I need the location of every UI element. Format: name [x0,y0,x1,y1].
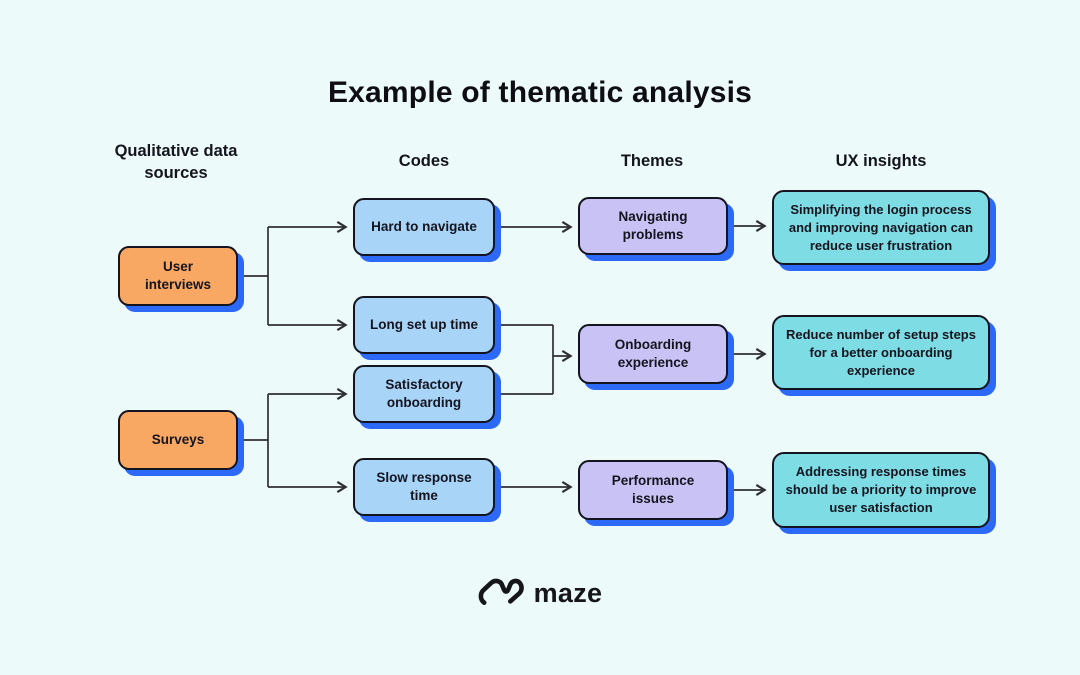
source-node-surveys: Surveys [118,410,238,470]
theme-node-onboarding-experience: Onboarding experience [578,324,728,384]
column-header-qualitative-data-sources: Qualitative data sources [114,142,238,182]
insight-node-setup-steps: Reduce number of setup steps for a bette… [772,315,990,390]
source-node-user-interviews: User interviews [118,246,238,306]
theme-node-performance-issues: Performance issues [578,460,728,520]
insight-node-login-process: Simplifying the login process and improv… [772,190,990,265]
theme-node-navigating-problems: Navigating problems [578,197,728,255]
page-title: Example of thematic analysis [327,76,753,109]
insight-node-response-times: Addressing response times should be a pr… [772,452,990,528]
code-node-slow-response-time: Slow response time [353,458,495,516]
maze-logo-icon [478,578,524,606]
column-header-ux-insights: UX insights [835,152,927,170]
code-node-long-set-up-time: Long set up time [353,296,495,354]
code-node-satisfactory-onboarding: Satisfactory onboarding [353,365,495,423]
code-node-hard-to-navigate: Hard to navigate [353,198,495,256]
footer-logo: maze [0,570,1080,616]
maze-logo-wordmark: maze [533,577,603,608]
column-header-codes: Codes [398,152,450,170]
column-header-themes: Themes [620,152,684,170]
